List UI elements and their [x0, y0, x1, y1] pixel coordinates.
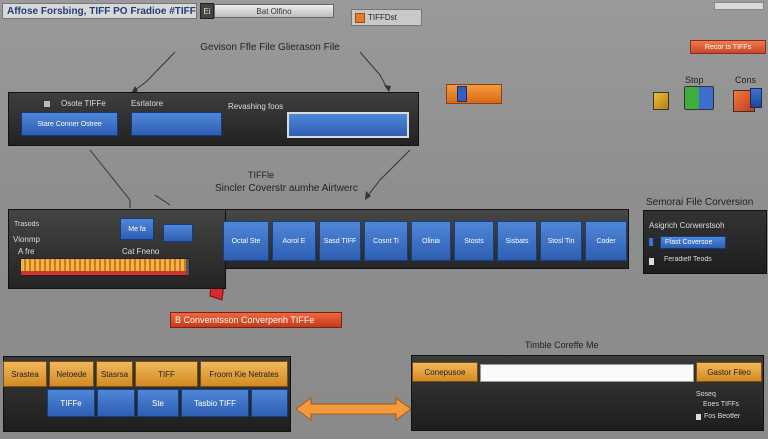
bottom-left-header-3[interactable]: Stasrsa: [96, 361, 133, 387]
bottom-right-label-2: Eoes TIFFs: [703, 401, 740, 408]
bottom-right-label-1: Soseq: [696, 391, 716, 398]
bottom-left-header-2[interactable]: Netoede: [49, 361, 94, 387]
bottom-left-cell-1[interactable]: TIFFe: [47, 389, 95, 417]
cell-5[interactable]: Olinia: [411, 221, 451, 261]
cell-6[interactable]: Stosts: [454, 221, 494, 261]
top-panel-button-1[interactable]: Stare Conner Ostree: [21, 112, 118, 136]
bottom-right-label-3: Fos Beotfer: [704, 413, 741, 420]
top-panel-label-3: Revashing foos: [228, 102, 284, 111]
bottom-left-header-5[interactable]: Froom Kie Netrates: [200, 361, 288, 387]
cell-9[interactable]: Coder: [585, 221, 627, 261]
middle-title-small: TIFFle: [248, 170, 274, 180]
left-label-4: Cat Fneno: [122, 247, 160, 256]
window-title: Affose Forsbing, TIFF PO Fradioe #TIFFss: [7, 5, 196, 17]
bottom-left-header-4[interactable]: TIFF: [135, 361, 198, 387]
left-button-1[interactable]: Me fa: [120, 218, 154, 240]
top-panel-label-1: Osote TIFFe: [61, 99, 106, 108]
tiff-tab[interactable]: TIFFDst: [351, 9, 422, 26]
panel-square-icon: [44, 101, 50, 107]
cell-4[interactable]: Cosnt Ti: [364, 221, 408, 261]
left-label-3: A fre: [18, 247, 35, 256]
top-section-title: Gevison Ffle File Glierason File: [200, 42, 340, 53]
bottom-left-cell-5[interactable]: [251, 389, 288, 417]
bottom-left-cell-3[interactable]: Ste: [137, 389, 179, 417]
cell-7[interactable]: Sisbats: [497, 221, 537, 261]
bottom-left-header-1[interactable]: Srastea: [3, 361, 47, 387]
bottom-right-header-1[interactable]: Conepusoe: [412, 362, 478, 382]
cell-8[interactable]: Stosl Tin: [540, 221, 582, 261]
left-button-2[interactable]: [163, 224, 193, 242]
cons-label: Cons: [735, 75, 757, 85]
bottom-title: Timble Coreffe Me: [525, 340, 599, 350]
right-panel-label-3: Feradielf Teods: [664, 256, 712, 263]
top-panel-button-3[interactable]: [287, 112, 409, 138]
recor-tiffs-button[interactable]: Recor ts TIFFs: [690, 40, 766, 54]
tiff-tab-label: TIFFDst: [368, 13, 397, 22]
blue-tab-icon: [457, 86, 467, 102]
cell-1[interactable]: Octal Ste: [223, 221, 269, 261]
bottom-right-square-icon: [696, 414, 701, 420]
bottom-left-cell-4[interactable]: Tasbio TIFF: [181, 389, 249, 417]
conversion-progress-bar: [20, 258, 190, 276]
bottom-right-header-2[interactable]: Gastor Fileo: [696, 362, 762, 382]
conversion-red-bar[interactable]: B Convemtsson Corverpenh TIFFe: [170, 312, 342, 328]
bottom-right-input[interactable]: [480, 364, 694, 382]
bottom-left-cell-2[interactable]: [97, 389, 135, 417]
blue-cube-icon: [750, 88, 762, 108]
right-panel-marker-icon: [649, 238, 653, 246]
right-panel-square-icon: [649, 258, 654, 265]
left-label-1: Trasods: [14, 221, 40, 228]
top-panel-label-2: Esrlatore: [131, 99, 164, 108]
middle-title-large: Sincler Coverstr aumhe Airtwerc: [215, 183, 358, 194]
double-arrow-icon: [295, 397, 412, 421]
title-small-button[interactable]: Ei: [200, 3, 214, 19]
yellow-cube-icon: [653, 92, 669, 110]
middle-left-subpanel: [8, 209, 226, 289]
progress-fill: [21, 259, 186, 275]
cell-3[interactable]: Sasd TIFF: [319, 221, 361, 261]
window-control-button[interactable]: [714, 2, 764, 10]
green-blue-cube-icon: [684, 86, 714, 110]
right-panel-label-1: Asigrich Corwerstsoh: [649, 221, 725, 230]
orange-file-icon: [446, 84, 502, 104]
left-label-2: Vionmp: [13, 235, 40, 244]
stop-label: Stop: [685, 75, 704, 85]
cell-2[interactable]: Aorol E: [272, 221, 316, 261]
tiff-file-icon: [355, 12, 365, 23]
top-panel-button-2[interactable]: [131, 112, 222, 136]
right-panel-button[interactable]: Ffast Coversoe: [660, 236, 726, 249]
right-panel-heading: Semorai File Corversion: [646, 197, 754, 208]
window-title-box: Affose Forsbing, TIFF PO Fradioe #TIFFss: [2, 3, 197, 19]
title-input[interactable]: Bat Olfino: [214, 4, 334, 18]
